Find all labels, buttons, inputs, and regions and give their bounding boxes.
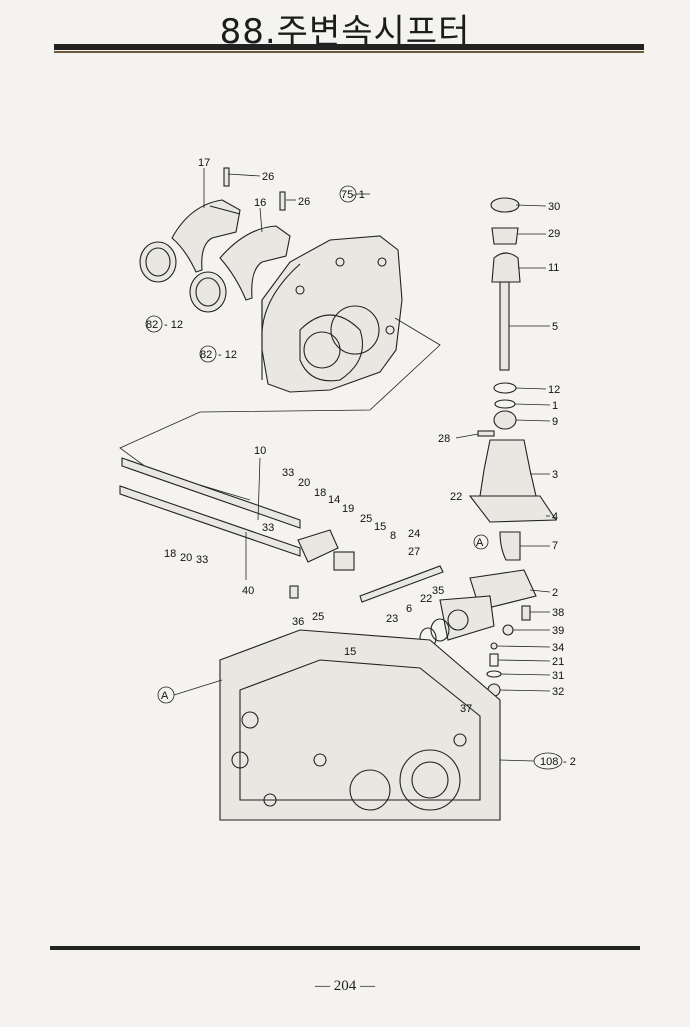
label-33c: 33 bbox=[196, 554, 208, 566]
clamp-30 bbox=[490, 197, 520, 213]
label-30: 30 bbox=[548, 201, 560, 213]
rod-10 bbox=[121, 457, 301, 529]
label-25b: 25 bbox=[312, 611, 324, 623]
boot-29 bbox=[491, 227, 519, 245]
label-82b-num: 82 bbox=[200, 349, 212, 361]
label-12: 12 bbox=[548, 384, 560, 396]
block-19b bbox=[333, 551, 355, 571]
label-18b: 18 bbox=[164, 548, 176, 560]
label-6: 6 bbox=[406, 603, 412, 615]
label-15b: 15 bbox=[344, 646, 356, 658]
leader-lines bbox=[173, 168, 551, 762]
ring-82b bbox=[189, 271, 227, 313]
label-20b: 20 bbox=[180, 552, 192, 564]
label-19: 19 bbox=[342, 503, 354, 515]
label-35: 35 bbox=[432, 585, 444, 597]
shaft-8 bbox=[359, 565, 444, 603]
label-28: 28 bbox=[438, 433, 450, 445]
label-10: 10 bbox=[254, 445, 266, 457]
ball-34 bbox=[490, 642, 498, 650]
washer-31 bbox=[486, 670, 502, 678]
label-33a: 33 bbox=[282, 467, 294, 479]
label-11: 11 bbox=[548, 262, 559, 274]
label-22b: 22 bbox=[420, 593, 432, 605]
elbow-7 bbox=[499, 531, 521, 561]
label-82a-num: 82 bbox=[146, 319, 158, 331]
bolt-38 bbox=[521, 605, 531, 621]
label-82a-suffix: - 12 bbox=[164, 319, 183, 331]
label-22a: 22 bbox=[450, 491, 462, 503]
shift-fork-17 bbox=[171, 199, 241, 273]
label-18a: 18 bbox=[314, 487, 326, 499]
ring-12 bbox=[493, 382, 517, 394]
footer-rule bbox=[50, 946, 640, 950]
label-8: 8 bbox=[390, 530, 396, 542]
circle-refs: 75 bbox=[145, 185, 563, 770]
label-20a: 20 bbox=[298, 477, 310, 489]
label-21: 21 bbox=[552, 656, 564, 668]
label-39: 39 bbox=[552, 625, 564, 637]
gasket-4 bbox=[468, 495, 558, 523]
label-82b-suffix: - 12 bbox=[218, 349, 237, 361]
knob-11 bbox=[491, 252, 521, 283]
label-33b: 33 bbox=[262, 522, 274, 534]
ball-9 bbox=[493, 410, 517, 430]
ring-82a bbox=[139, 241, 177, 283]
shift-fork-16 bbox=[219, 225, 291, 301]
housing-35 bbox=[439, 595, 495, 641]
label-25a: 25 bbox=[360, 513, 372, 525]
label-3: 3 bbox=[552, 469, 558, 481]
label-9: 9 bbox=[552, 416, 558, 428]
label-27: 27 bbox=[408, 546, 420, 558]
label-36: 36 bbox=[292, 616, 304, 628]
label-16: 16 bbox=[254, 197, 266, 209]
label-34: 34 bbox=[552, 642, 564, 654]
label-23: 23 bbox=[386, 613, 398, 625]
arm-19 bbox=[297, 529, 339, 563]
label-15a: 15 bbox=[374, 521, 386, 533]
pin-28 bbox=[477, 430, 495, 437]
label-75-num: 75 bbox=[341, 189, 353, 201]
label-40: 40 bbox=[242, 585, 254, 597]
label-29: 29 bbox=[548, 228, 560, 240]
label-5: 5 bbox=[552, 321, 558, 333]
label-A-upper: A bbox=[476, 537, 484, 549]
title-rule bbox=[54, 44, 644, 50]
upper-housing bbox=[261, 235, 403, 393]
label-2: 2 bbox=[552, 587, 558, 599]
label-37: 37 bbox=[460, 703, 472, 715]
label-4: 4 bbox=[552, 511, 558, 523]
page-number: — 204 — bbox=[315, 978, 375, 994]
pin-26a bbox=[223, 167, 230, 187]
lever-5 bbox=[499, 281, 510, 371]
label-24: 24 bbox=[408, 528, 420, 540]
label-7: 7 bbox=[552, 540, 558, 552]
spring-21 bbox=[489, 653, 499, 667]
label-A-lower: A bbox=[161, 690, 169, 702]
label-14: 14 bbox=[328, 494, 340, 506]
label-31: 31 bbox=[552, 670, 564, 682]
rod-40 bbox=[119, 485, 301, 557]
plug-39 bbox=[502, 624, 514, 636]
label-1: 1 bbox=[552, 400, 558, 412]
label-17: 17 bbox=[198, 157, 210, 169]
label-108-suffix: - 2 bbox=[563, 756, 576, 768]
title-rule-accent bbox=[54, 51, 644, 53]
tower-3 bbox=[479, 439, 537, 497]
label-38: 38 bbox=[552, 607, 564, 619]
lower-case bbox=[219, 629, 501, 821]
label-26b: 26 bbox=[298, 196, 310, 208]
label-32: 32 bbox=[552, 686, 564, 698]
ring-1 bbox=[494, 399, 516, 409]
bolt-36 bbox=[289, 585, 299, 599]
label-26a: 26 bbox=[262, 171, 274, 183]
pin-26b bbox=[279, 191, 286, 211]
label-108-num: 108 bbox=[540, 756, 558, 768]
callout-labels: 17 26 16 26 - 1 82 - 12 82 - 12 30 29 11… bbox=[146, 157, 576, 768]
